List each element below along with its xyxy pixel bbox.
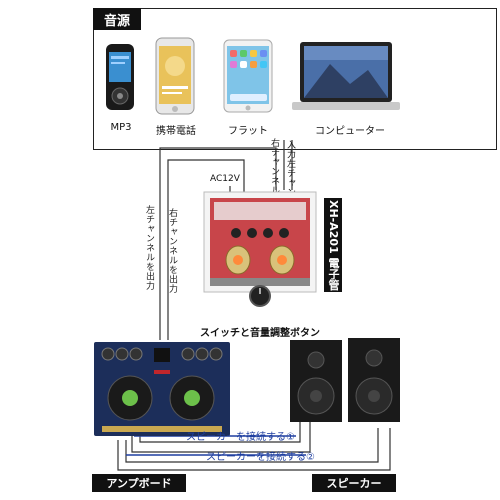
device-label-tablet: フラット [228, 126, 268, 137]
device-label-phone: 携帯電話 [156, 126, 196, 137]
source-header: 音源 [93, 8, 141, 30]
tablet-icon [222, 38, 274, 114]
knob-caption: スイッチと音量調整ボタン [200, 328, 320, 339]
speaker-left-image [288, 338, 344, 424]
left-out-label: 左チャンネルを出力 [144, 205, 154, 291]
device-label-computer: コンピューター [315, 126, 385, 137]
mp3-player-icon [100, 42, 142, 114]
device-label-mp3: MP3 [110, 122, 132, 133]
smartphone-icon [154, 36, 196, 116]
speaker-connect-2: スピーカーを接続する② [206, 452, 315, 463]
input-left-label: 入力左チャンネル [285, 140, 295, 216]
ac-power-label: AC12V [210, 174, 240, 184]
speaker-tag: スピーカー [312, 474, 396, 492]
amp-board-tag: アンプボード [92, 474, 186, 492]
right-out-label: 右チャンネルを出力 [167, 208, 177, 294]
preamp-name-tag: XH-A201 電子管 [324, 198, 342, 292]
amp-board-image [92, 340, 232, 440]
input-right-label: 右チャンネルを入力 [269, 138, 279, 224]
laptop-icon [290, 40, 402, 114]
speaker-right-image [346, 336, 402, 424]
speaker-connect-1: スピーカーを接続する① [186, 432, 295, 443]
preamp-name: XH-A201 電子管 [327, 199, 340, 291]
tube-preamp-image [200, 188, 320, 310]
